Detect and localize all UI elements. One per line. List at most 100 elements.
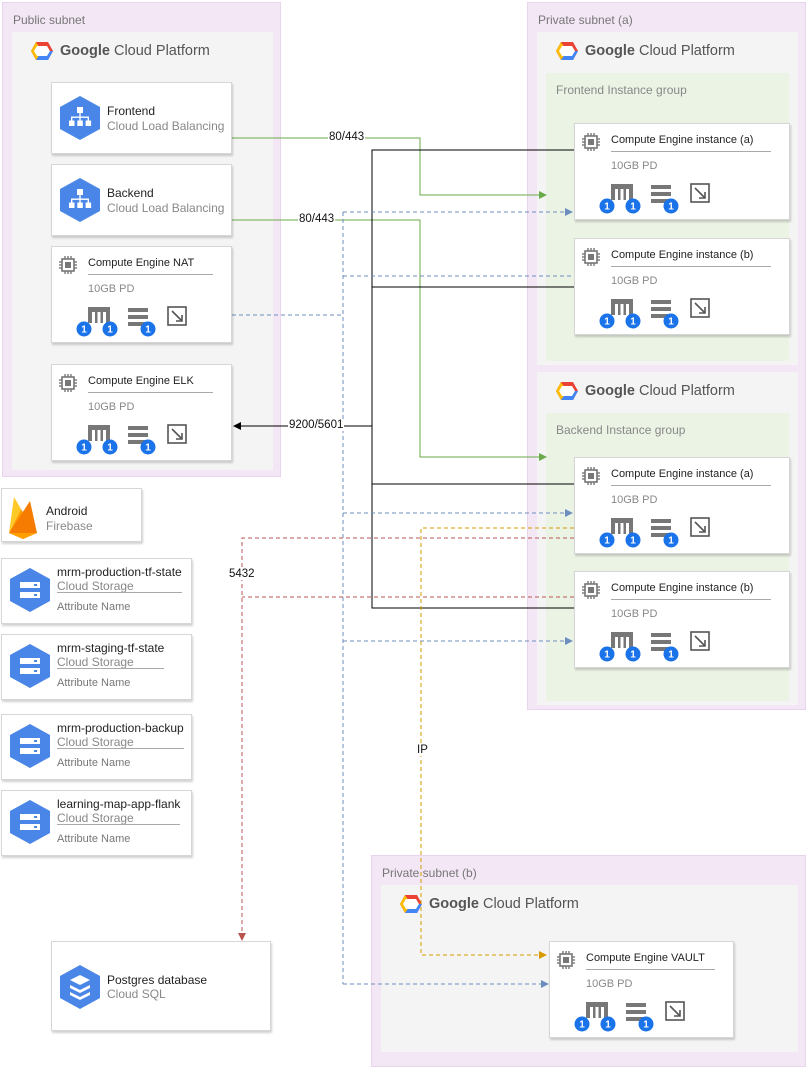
nat-instance-card[interactable]: Compute Engine NAT 10GB PD 1 1 1 (51, 246, 232, 343)
gcp-brand-word: Google (585, 383, 635, 399)
gcp-logo-icon (400, 895, 422, 913)
storage-attribute: Attribute Name (57, 601, 131, 613)
backend-lb-card[interactable]: Backend Cloud Load Balancing (51, 164, 232, 236)
postgres-service: Cloud SQL (107, 987, 166, 1001)
frontend-instance-b-card[interactable]: Compute Engine instance (b) 10GB PD 1 1 … (574, 238, 790, 335)
badge-count: 1 (604, 317, 610, 328)
badge-count: 1 (81, 325, 87, 336)
memory-icon (611, 299, 633, 315)
instance-resource-icons: 1 1 1 (76, 306, 187, 337)
badge-count: 1 (604, 536, 610, 547)
badge-count: 1 (630, 317, 636, 328)
badge-count: 1 (579, 1020, 585, 1031)
divider (611, 266, 771, 267)
cloud-storage-icon (10, 644, 50, 688)
frontend-port-label: 80/443 (328, 131, 366, 143)
memory-icon (88, 425, 110, 441)
gcp-header: Google Cloud Platform (30, 41, 210, 61)
badge-count: 1 (668, 317, 674, 328)
postgres-port-label: 5432 (228, 568, 256, 580)
compute-chip-icon (582, 467, 600, 485)
vault-instance-card[interactable]: Compute Engine VAULT 10GB PD 1 1 1 (549, 941, 734, 1038)
gcp-header: Google Cloud Platform (555, 381, 735, 401)
badge-count: 1 (145, 325, 151, 336)
gcp-brand-word: Google (429, 896, 479, 912)
badge-count: 1 (668, 536, 674, 547)
divider (57, 668, 164, 669)
elk-title: Compute Engine ELK (88, 375, 194, 387)
divider (586, 969, 715, 970)
badge-count: 1 (81, 443, 87, 454)
badge-count: 1 (643, 1020, 649, 1031)
edge-frontend-lb (232, 137, 547, 199)
storage-service: Cloud Storage (57, 735, 134, 749)
badge-count: 1 (107, 325, 113, 336)
storage-name: mrm-production-backup (57, 721, 184, 735)
badge-count: 1 (604, 202, 610, 213)
nat-disk: 10GB PD (88, 283, 135, 295)
gcp-logo-icon (31, 42, 53, 60)
compute-chip-icon (582, 133, 600, 151)
divider (611, 151, 771, 152)
backend-port-label: 80/443 (298, 213, 336, 225)
edge-elk-bus (371, 149, 574, 609)
storage-stack-icon (128, 308, 148, 326)
instance-resource-icons: 1 1 1 (599, 631, 710, 662)
elk-port-label: 9200/5601 (288, 419, 345, 431)
instance-title: Compute Engine instance (b) (611, 249, 754, 261)
frontend-group-label: Frontend Instance group (556, 83, 687, 97)
backend-instance-a-card[interactable]: Compute Engine instance (a) 10GB PD 1 1 … (574, 457, 790, 554)
compute-chip-icon (582, 581, 600, 599)
firebase-service: Firebase (46, 519, 93, 533)
storage-card[interactable]: learning-map-app-flank Cloud Storage Att… (1, 790, 192, 856)
instance-resource-icons: 1 1 1 (599, 517, 710, 548)
edge-nat-frontend-b (343, 275, 582, 283)
firebase-card[interactable]: Android Firebase (1, 488, 142, 542)
instance-title: Compute Engine instance (a) (611, 468, 754, 480)
elk-instance-card[interactable]: Compute Engine ELK 10GB PD 1 1 1 (51, 364, 232, 461)
postgres-card[interactable]: Postgres database Cloud SQL (51, 941, 271, 1031)
storage-service: Cloud Storage (57, 579, 134, 593)
firebase-flame-icon (9, 497, 37, 539)
badge-count: 1 (630, 536, 636, 547)
network-arrow-icon (690, 631, 710, 651)
nat-title: Compute Engine NAT (88, 257, 195, 269)
gcp-logo-icon (556, 382, 578, 400)
badge-count: 1 (605, 1020, 611, 1031)
badge-count: 1 (630, 650, 636, 661)
elk-disk: 10GB PD (88, 401, 135, 413)
gcp-brand-rest: Cloud Platform (482, 896, 579, 912)
storage-card[interactable]: mrm-production-backup Cloud Storage Attr… (1, 714, 192, 780)
gcp-header: Google Cloud Platform (399, 894, 579, 914)
network-arrow-icon (167, 424, 187, 444)
badge-count: 1 (668, 650, 674, 661)
backend-instance-b-card[interactable]: Compute Engine instance (b) 10GB PD 1 1 … (574, 571, 790, 668)
vault-ip-label: IP (416, 744, 429, 756)
storage-card[interactable]: mrm-staging-tf-state Cloud Storage Attri… (1, 634, 192, 700)
instance-disk: 10GB PD (611, 160, 658, 172)
edge-backend-lb (232, 219, 547, 461)
storage-stack-icon (651, 300, 671, 318)
storage-attribute: Attribute Name (57, 757, 131, 769)
postgres-name: Postgres database (107, 973, 208, 987)
instance-disk: 10GB PD (611, 275, 658, 287)
instance-resource-icons: 1 1 1 (599, 183, 710, 214)
public-subnet-label: Public subnet (13, 13, 86, 27)
storage-stack-icon (651, 633, 671, 651)
instance-resource-icons: 1 1 1 (599, 298, 710, 329)
storage-service: Cloud Storage (57, 655, 134, 669)
compute-chip-icon (557, 951, 575, 969)
badge-count: 1 (107, 443, 113, 454)
storage-card[interactable]: mrm-production-tf-state Cloud Storage At… (1, 558, 192, 624)
divider (57, 824, 180, 825)
frontend-instance-a-card[interactable]: Compute Engine instance (a) 10GB PD 1 1 … (574, 123, 790, 220)
badge-count: 1 (145, 443, 151, 454)
divider (57, 592, 182, 593)
compute-chip-icon (582, 248, 600, 266)
frontend-lb-card[interactable]: Frontend Cloud Load Balancing (51, 82, 232, 154)
network-arrow-icon (167, 306, 187, 326)
backend-group-label: Backend Instance group (556, 423, 686, 437)
edge-vault-ip (420, 527, 574, 959)
backend-lb-name: Backend (107, 186, 154, 200)
vault-disk: 10GB PD (586, 978, 633, 990)
